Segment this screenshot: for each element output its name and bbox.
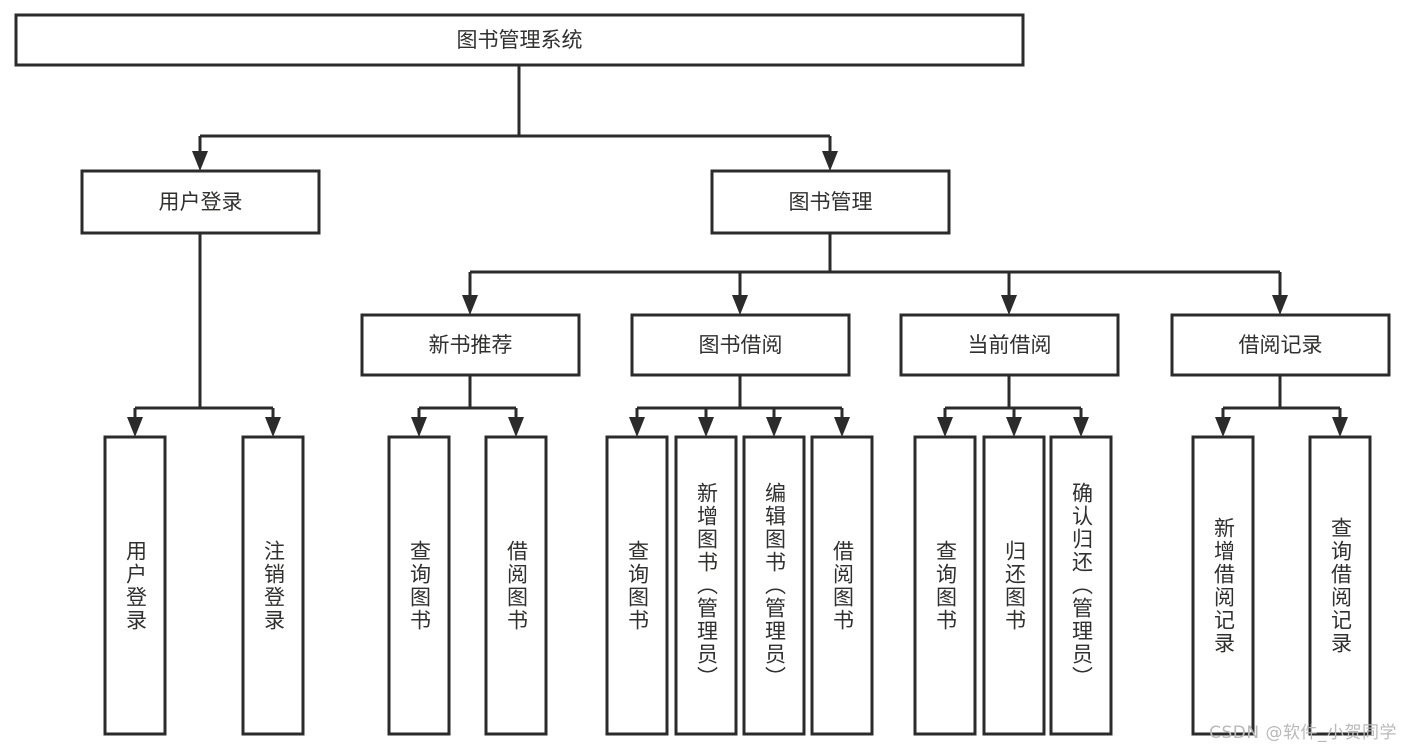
arrowhead-new-book-leaves-1 — [508, 417, 524, 437]
node-box-new-book-recommend[interactable] — [360, 313, 581, 377]
node-label-root: 图书管理系统 — [457, 28, 583, 52]
node-label-borrow-records: 借阅记录 — [1239, 333, 1323, 357]
arrowhead-new-book-leaves-0 — [411, 417, 427, 437]
node-box-borrow-records[interactable] — [1170, 313, 1391, 377]
arrowhead-book-borrow-leaves-1 — [698, 417, 714, 437]
node-box-root[interactable] — [14, 13, 1025, 67]
node-label-current-borrow: 当前借阅 — [968, 333, 1052, 357]
arrowhead-current-borrow-leaves-2 — [1073, 417, 1089, 437]
node-label-user-login: 用户登录 — [159, 190, 243, 214]
node-box-leaf-add-borrow-rec[interactable] — [1191, 435, 1255, 736]
node-box-leaf-query-borrow-rec[interactable] — [1308, 435, 1372, 736]
arrowhead-level2-level3-0 — [462, 295, 478, 315]
arrowhead-borrow-records-leaves-0 — [1215, 417, 1231, 437]
node-label-book-borrow: 图书借阅 — [699, 333, 783, 357]
arrowhead-user-login-leaves-1 — [265, 417, 281, 437]
node-box-leaf-query-book-bor[interactable] — [605, 435, 669, 736]
csdn-watermark: CSDN @软件_小贺同学 — [1209, 723, 1397, 743]
arrowhead-user-login-leaves-0 — [127, 417, 143, 437]
node-box-book-management[interactable] — [710, 169, 951, 235]
arrowhead-book-borrow-leaves-3 — [834, 417, 850, 437]
node-label-new-book-recommend: 新书推荐 — [429, 333, 513, 357]
arrowhead-current-borrow-leaves-1 — [1006, 417, 1022, 437]
node-box-book-borrow[interactable] — [630, 313, 851, 377]
node-box-leaf-query-book-rec[interactable] — [387, 435, 451, 736]
node-box-user-login[interactable] — [80, 169, 321, 235]
node-box-leaf-borrow-book-rec[interactable] — [484, 435, 548, 736]
arrowhead-borrow-records-leaves-1 — [1332, 417, 1348, 437]
node-box-leaf-user-login[interactable] — [103, 435, 167, 736]
arrowhead-book-borrow-leaves-0 — [629, 417, 645, 437]
arrowhead-book-borrow-leaves-2 — [766, 417, 782, 437]
node-box-leaf-edit-book-admin[interactable] — [742, 435, 806, 736]
node-box-leaf-user-logout[interactable] — [241, 435, 305, 736]
node-box-leaf-confirm-return[interactable] — [1049, 435, 1113, 736]
arrowhead-root-level2-0 — [192, 151, 208, 171]
connector-layer — [127, 65, 1348, 437]
arrowhead-current-borrow-leaves-0 — [937, 417, 953, 437]
box-layer — [14, 13, 1391, 736]
arrowhead-level2-level3-2 — [1001, 295, 1017, 315]
node-label-book-management: 图书管理 — [789, 190, 873, 214]
arrowhead-level2-level3-1 — [732, 295, 748, 315]
arrowhead-root-level2-1 — [822, 151, 838, 171]
node-box-leaf-query-book-cur[interactable] — [913, 435, 977, 736]
arrowhead-level2-level3-3 — [1272, 295, 1288, 315]
node-box-leaf-return-book[interactable] — [982, 435, 1046, 736]
node-box-leaf-borrow-book-bor[interactable] — [810, 435, 874, 736]
node-box-current-borrow[interactable] — [899, 313, 1120, 377]
node-box-leaf-add-book-admin[interactable] — [674, 435, 738, 736]
